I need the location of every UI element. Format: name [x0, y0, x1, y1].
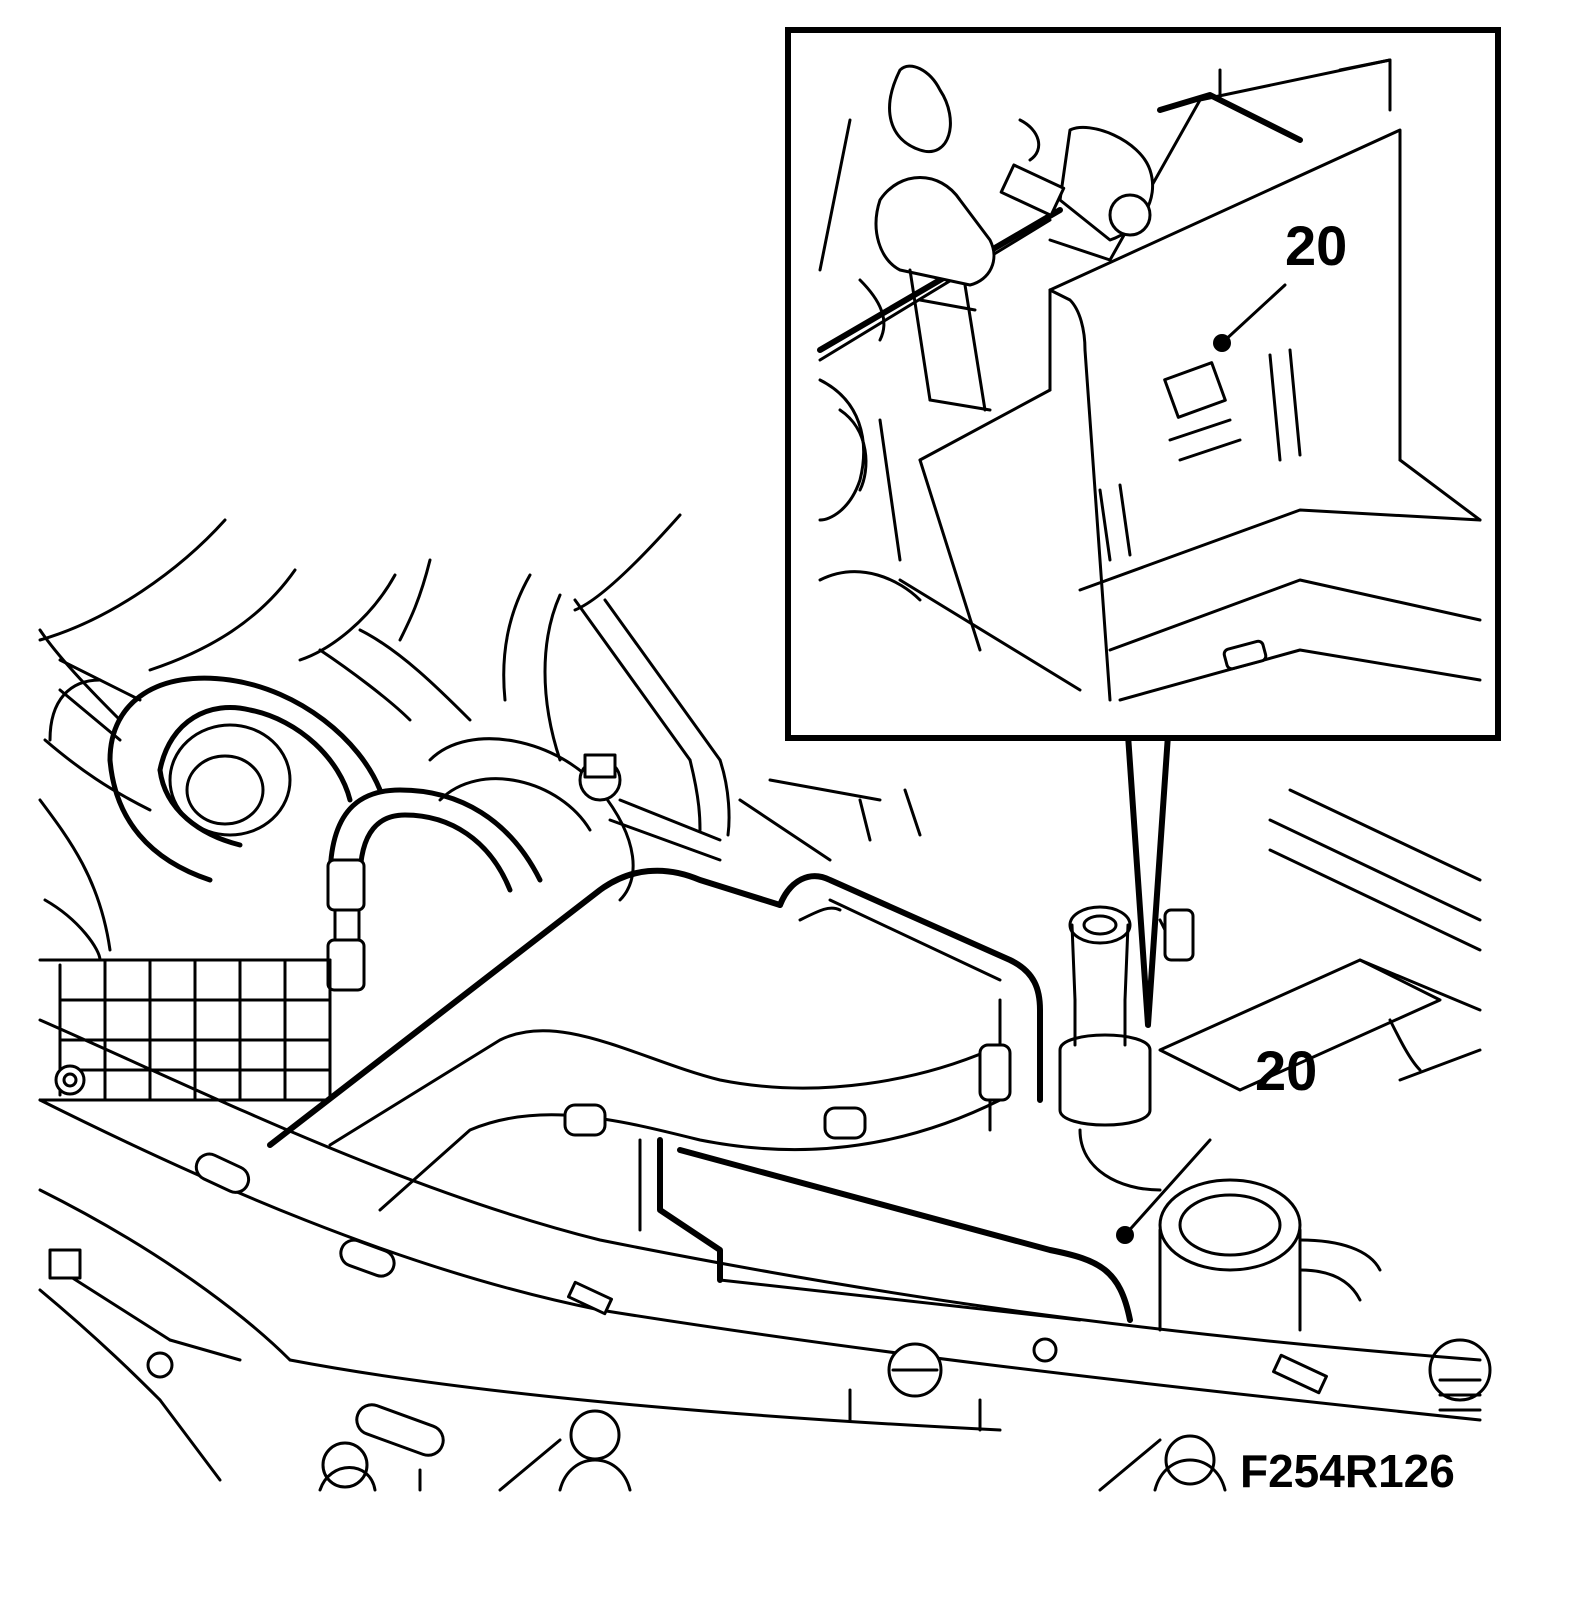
- background-hoses: [38, 513, 922, 962]
- hose-connector-main: [1058, 905, 1195, 1192]
- vacuum-hose: [326, 787, 543, 992]
- inset-pointer: [1125, 732, 1171, 1028]
- inset-contents: [817, 58, 1482, 702]
- compressor-housing: [428, 737, 722, 902]
- inset-frame: [785, 27, 1501, 741]
- main-callout-number: 20: [1255, 1039, 1317, 1102]
- coolant-hose-loop: [48, 658, 383, 883]
- figure-code: F254R126: [1240, 1445, 1455, 1497]
- front-crossmember: [38, 1018, 1482, 1492]
- main-callout-leader: [1116, 1138, 1212, 1244]
- inset-callout-number: 20: [1285, 214, 1347, 277]
- engine-bay-main-view: [38, 513, 1492, 1492]
- bottom-bolts: [318, 1409, 1227, 1492]
- inset-detail: [785, 27, 1501, 1028]
- fluid-reservoir: [1158, 1178, 1492, 1412]
- air-intake-duct: [267, 867, 1043, 1212]
- battery-box: [638, 788, 1482, 1323]
